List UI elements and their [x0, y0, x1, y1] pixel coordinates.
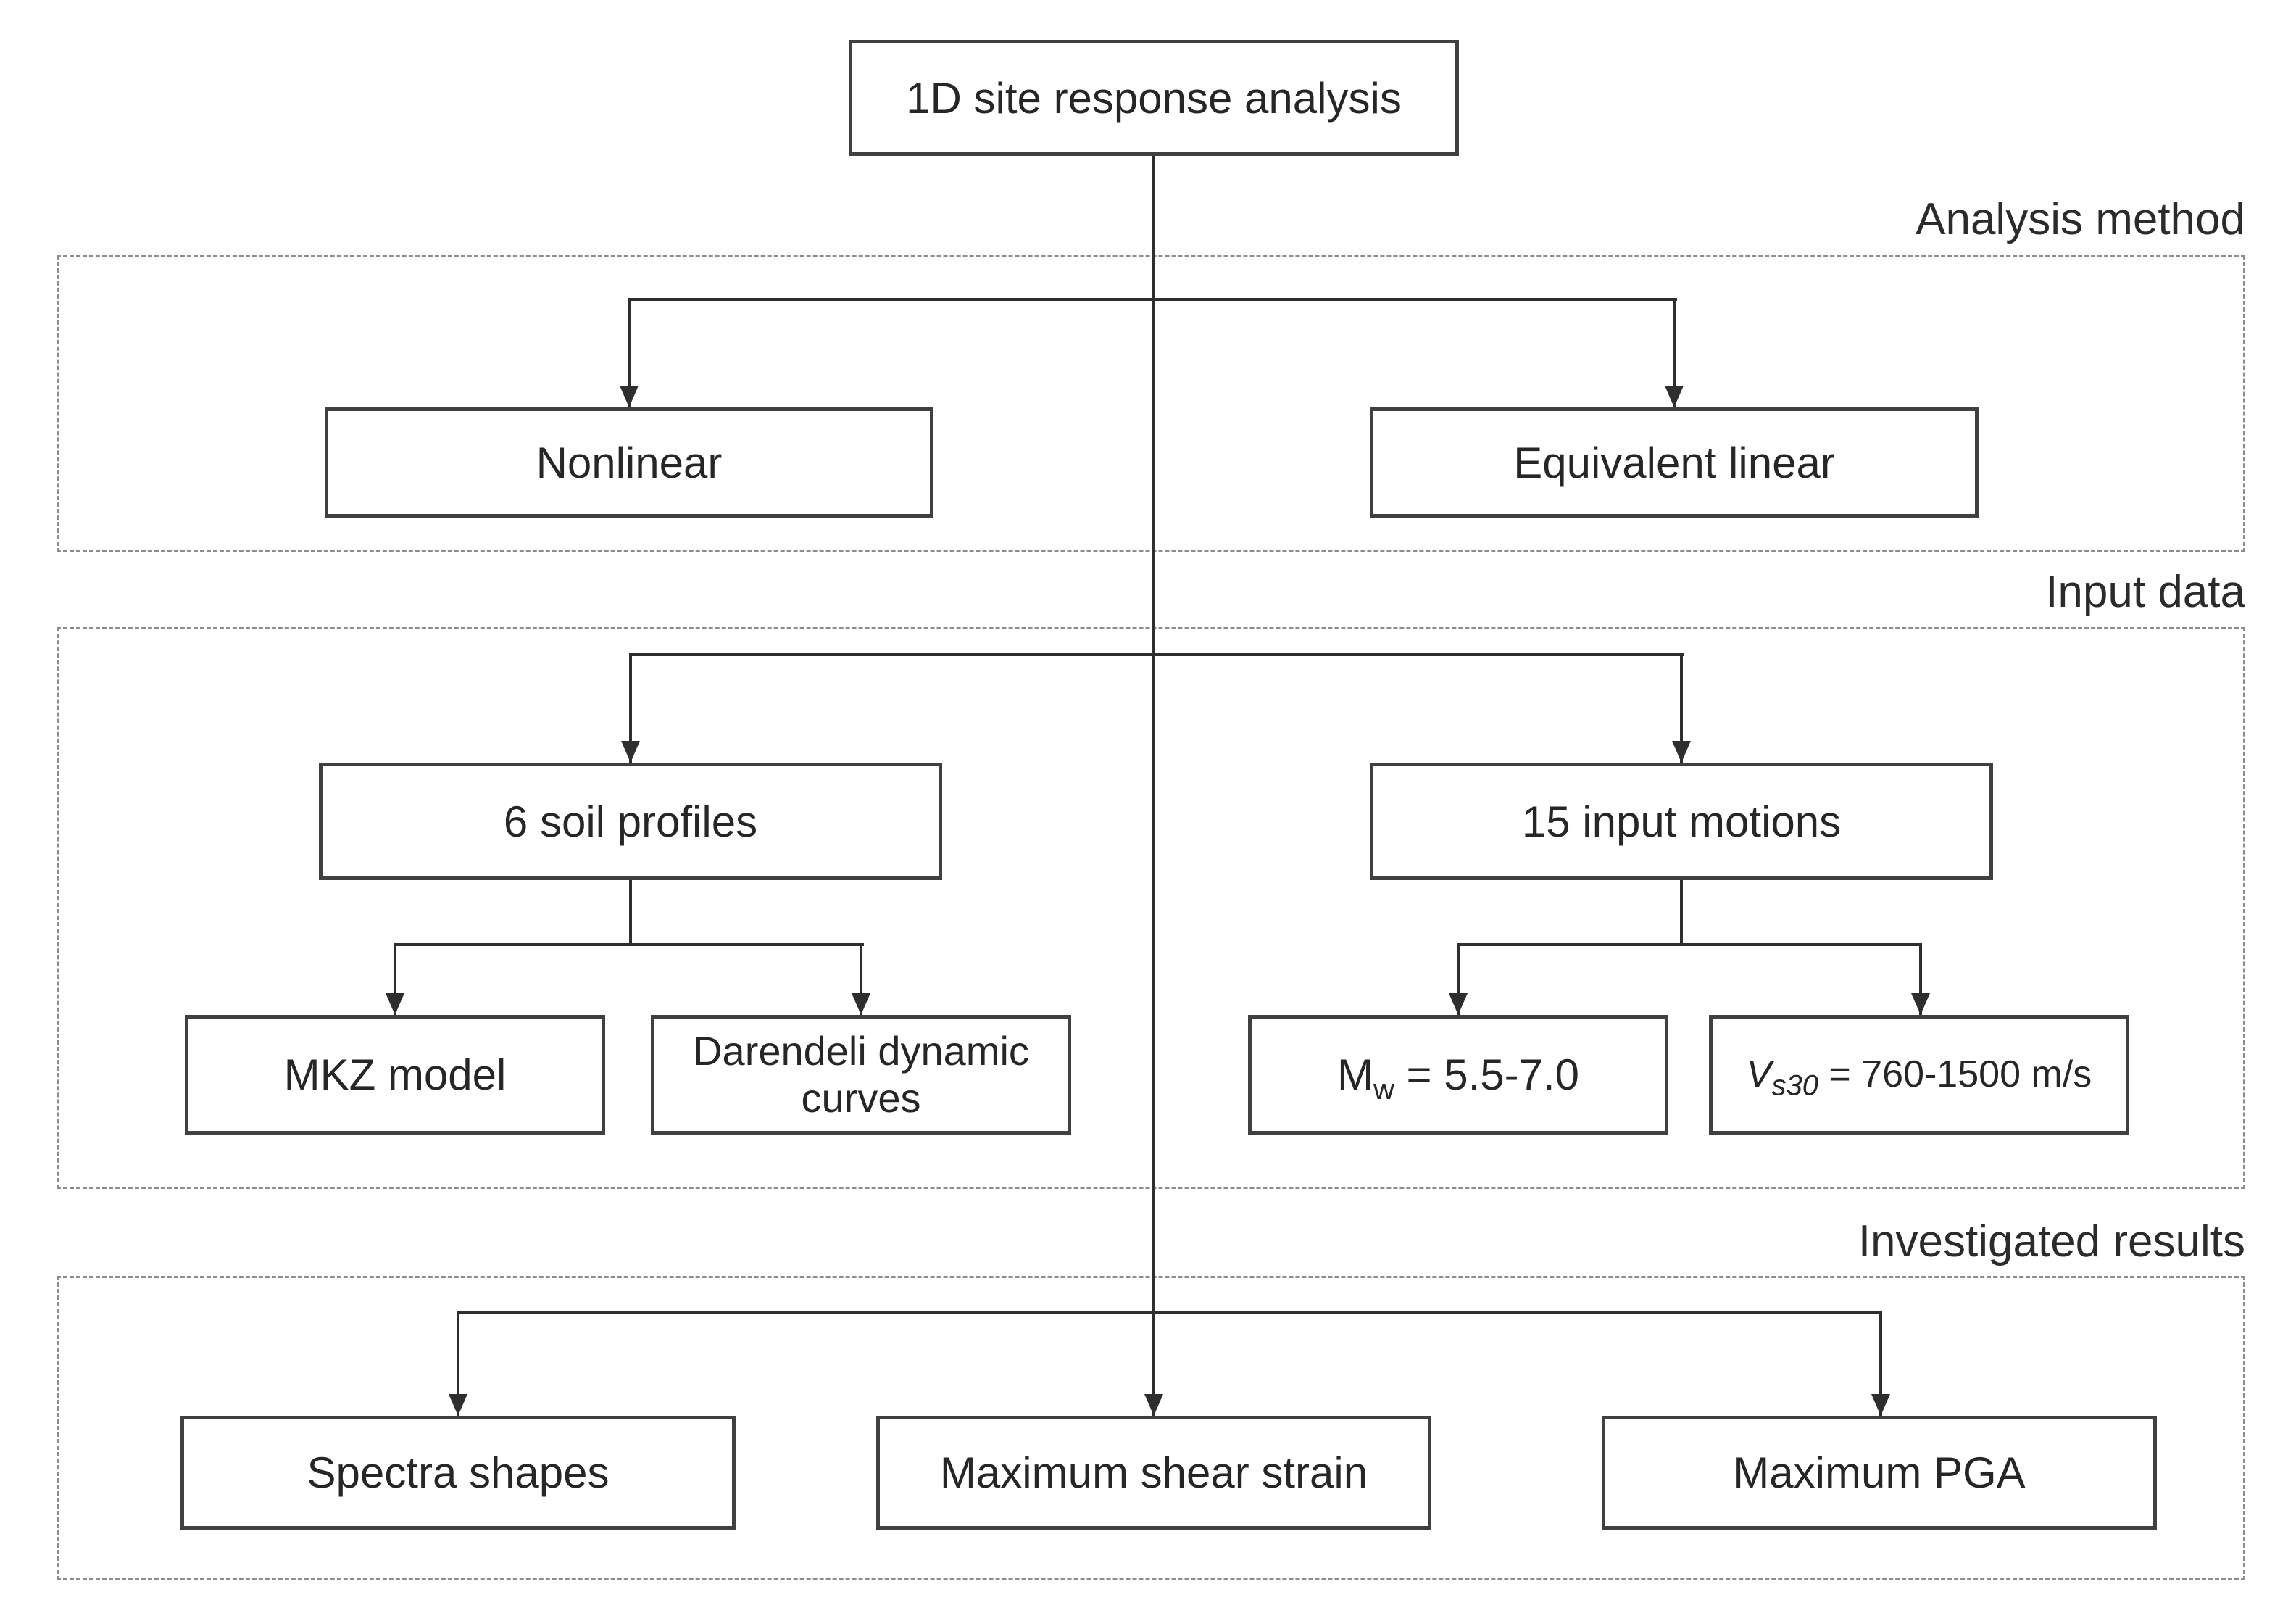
- node-label: Spectra shapes: [307, 1448, 610, 1497]
- arrowhead-vs30: [1911, 993, 1930, 1015]
- section-label-investigated-results: Investigated results: [1858, 1216, 2245, 1266]
- node-mw-range: Mw = 5.5-7.0: [1248, 1015, 1668, 1135]
- node-label: Maximum shear strain: [939, 1448, 1368, 1497]
- node-equivalent-linear: Equivalent linear: [1370, 407, 1979, 518]
- connector-branch-motion-children: [1457, 943, 1922, 946]
- mw-subscript: w: [1373, 1074, 1394, 1106]
- connector-drop-mw: [1457, 943, 1460, 1015]
- connector-branch-input: [629, 653, 1684, 656]
- connector-drop-input-motions: [1680, 653, 1683, 763]
- node-vs30-range: Vs30 = 760-1500 m/s: [1709, 1015, 2129, 1135]
- connector-drop-mkz: [394, 943, 396, 1015]
- node-label: 6 soil profiles: [503, 797, 758, 846]
- section-label-input-data: Input data: [2045, 567, 2245, 617]
- node-1d-site-response-analysis: 1D site response analysis: [849, 40, 1459, 156]
- node-label: 15 input motions: [1521, 797, 1842, 846]
- node-6-soil-profiles: 6 soil profiles: [319, 763, 942, 880]
- connector-branch-results: [457, 1311, 1882, 1314]
- section-frame-analysis-method: [57, 255, 2245, 552]
- node-spectra-shapes: Spectra shapes: [180, 1416, 736, 1530]
- connector-drop-nonlinear: [628, 298, 631, 407]
- node-darendeli-dynamic-curves: Darendeli dynamic curves: [651, 1015, 1071, 1135]
- connector-drop-darendeli: [860, 943, 862, 1015]
- node-maximum-shear-strain: Maximum shear strain: [876, 1416, 1431, 1530]
- section-label-analysis-method: Analysis method: [1916, 194, 2245, 244]
- connector-drop-equivalent-linear: [1673, 298, 1676, 407]
- connector-stub-soil-profiles: [629, 880, 632, 946]
- connector-branch-soil-children: [394, 943, 864, 946]
- arrowhead-input-motions: [1672, 741, 1691, 763]
- connector-stub-input-motions: [1680, 880, 1683, 946]
- arrowhead-equivalent-linear: [1665, 386, 1684, 407]
- node-15-input-motions: 15 input motions: [1370, 763, 1993, 880]
- mw-value: = 5.5-7.0: [1394, 1050, 1580, 1099]
- connector-drop-soil-profiles: [629, 653, 632, 763]
- arrowhead-mw: [1449, 993, 1468, 1015]
- arrowhead-max-shear-strain: [1144, 1394, 1163, 1416]
- arrowhead-nonlinear: [620, 386, 639, 407]
- connector-trunk: [1152, 156, 1155, 1416]
- node-label: Maximum PGA: [1733, 1448, 2026, 1497]
- arrowhead-max-pga: [1871, 1394, 1890, 1416]
- node-label: Equivalent linear: [1513, 438, 1835, 487]
- node-label: Vs30 = 760-1500 m/s: [1746, 1053, 2092, 1100]
- node-label: MKZ model: [283, 1050, 507, 1099]
- mw-symbol: M: [1336, 1050, 1373, 1099]
- node-label: Darendeli dynamic curves: [693, 1028, 1029, 1121]
- vs30-symbol: V: [1746, 1053, 1772, 1095]
- section-frame-input-data: [57, 627, 2245, 1189]
- connector-drop-vs30: [1919, 943, 1922, 1015]
- arrowhead-spectra: [449, 1394, 467, 1416]
- section-frame-investigated-results: [57, 1276, 2245, 1580]
- connector-drop-spectra: [457, 1311, 459, 1416]
- node-nonlinear: Nonlinear: [325, 407, 933, 518]
- vs30-value: = 760-1500 m/s: [1818, 1053, 2092, 1095]
- vs30-subscript: s30: [1771, 1069, 1818, 1101]
- node-label: 1D site response analysis: [906, 73, 1402, 123]
- arrowhead-darendeli: [852, 993, 870, 1015]
- node-label: Nonlinear: [536, 438, 723, 487]
- node-maximum-pga: Maximum PGA: [1602, 1416, 2157, 1530]
- arrowhead-mkz: [386, 993, 404, 1015]
- connector-drop-max-pga: [1879, 1311, 1882, 1416]
- node-mkz-model: MKZ model: [185, 1015, 605, 1135]
- arrowhead-soil-profiles: [621, 741, 640, 763]
- connector-branch-analysis: [628, 298, 1677, 301]
- node-label: Mw = 5.5-7.0: [1336, 1050, 1580, 1104]
